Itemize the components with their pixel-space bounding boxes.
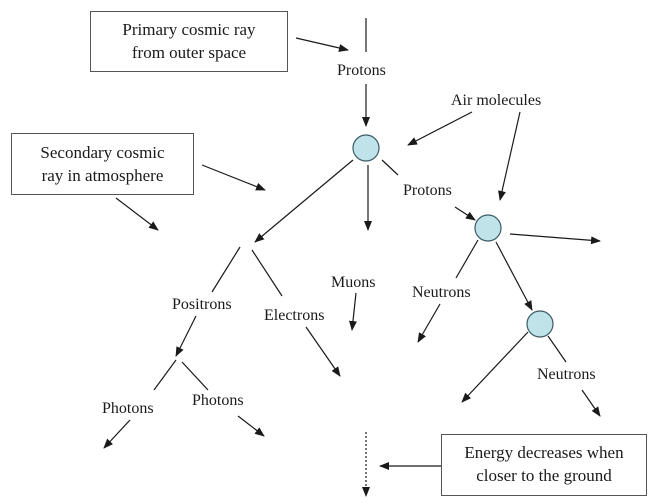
- neutron-arrow-1: [417, 303, 441, 343]
- secondary-cosmic-ray-box: Secondary cosmic ray in atmosphere: [11, 133, 194, 195]
- label-muons: Muons: [331, 274, 376, 291]
- energy-box-line-2: closer to the ground: [476, 466, 612, 485]
- secondary-box-pointer-arrow-1: [201, 164, 266, 191]
- positron-arrow: [175, 315, 197, 357]
- node3-down-left-arrow: [461, 331, 529, 403]
- neutron-arrow-2: [581, 389, 601, 417]
- air-molecule-arrow-2: [498, 111, 521, 201]
- photon-arrow-right: [237, 415, 265, 437]
- electron-arrow: [305, 326, 341, 377]
- secondary-box-pointer-arrow-2: [115, 197, 159, 231]
- label-protons-top: Protons: [337, 62, 386, 79]
- primary-box-line-2: from outer space: [131, 43, 247, 62]
- air-molecule-arrow-1: [407, 111, 473, 146]
- secondary-box-line-2: ray in atmosphere: [41, 166, 164, 185]
- collision-node-2: [474, 214, 502, 242]
- label-protons-mid: Protons: [403, 182, 452, 199]
- label-air-molecules: Air molecules: [451, 92, 542, 109]
- node2-to-neutron-line: [455, 239, 479, 279]
- node1-to-proton-line: [381, 159, 399, 176]
- node1-to-positron-branch-arrow: [254, 159, 354, 243]
- label-photons-2: Photons: [192, 392, 244, 409]
- positron-line: [211, 246, 241, 293]
- secondary-box-line-1: Secondary cosmic: [40, 143, 165, 162]
- photon-line-right: [181, 361, 209, 391]
- collision-node-3: [526, 310, 554, 338]
- label-photons-1: Photons: [102, 400, 154, 417]
- label-neutrons-2: Neutrons: [537, 366, 596, 383]
- energy-box-line-1: Energy decreases when: [464, 443, 624, 462]
- collision-node-1: [352, 134, 380, 162]
- primary-cosmic-ray-box: Primary cosmic ray from outer space: [90, 11, 288, 72]
- proton-to-node2-arrow: [454, 206, 476, 221]
- photon-line-left: [153, 359, 177, 391]
- energy-decreases-box: Energy decreases when closer to the grou…: [441, 434, 647, 496]
- node3-to-neutron-line: [547, 335, 567, 363]
- primary-box-line-1: Primary cosmic ray: [122, 20, 256, 39]
- label-electrons: Electrons: [264, 307, 325, 324]
- muon-arrow: [348, 292, 357, 331]
- label-positrons: Positrons: [172, 296, 232, 313]
- electron-line: [251, 249, 283, 297]
- node2-to-node3-arrow: [495, 241, 533, 311]
- photon-arrow-left: [103, 419, 131, 449]
- label-neutrons-1: Neutrons: [412, 284, 471, 301]
- node2-right-arrow: [509, 233, 601, 245]
- primary-box-pointer-arrow: [295, 37, 349, 52]
